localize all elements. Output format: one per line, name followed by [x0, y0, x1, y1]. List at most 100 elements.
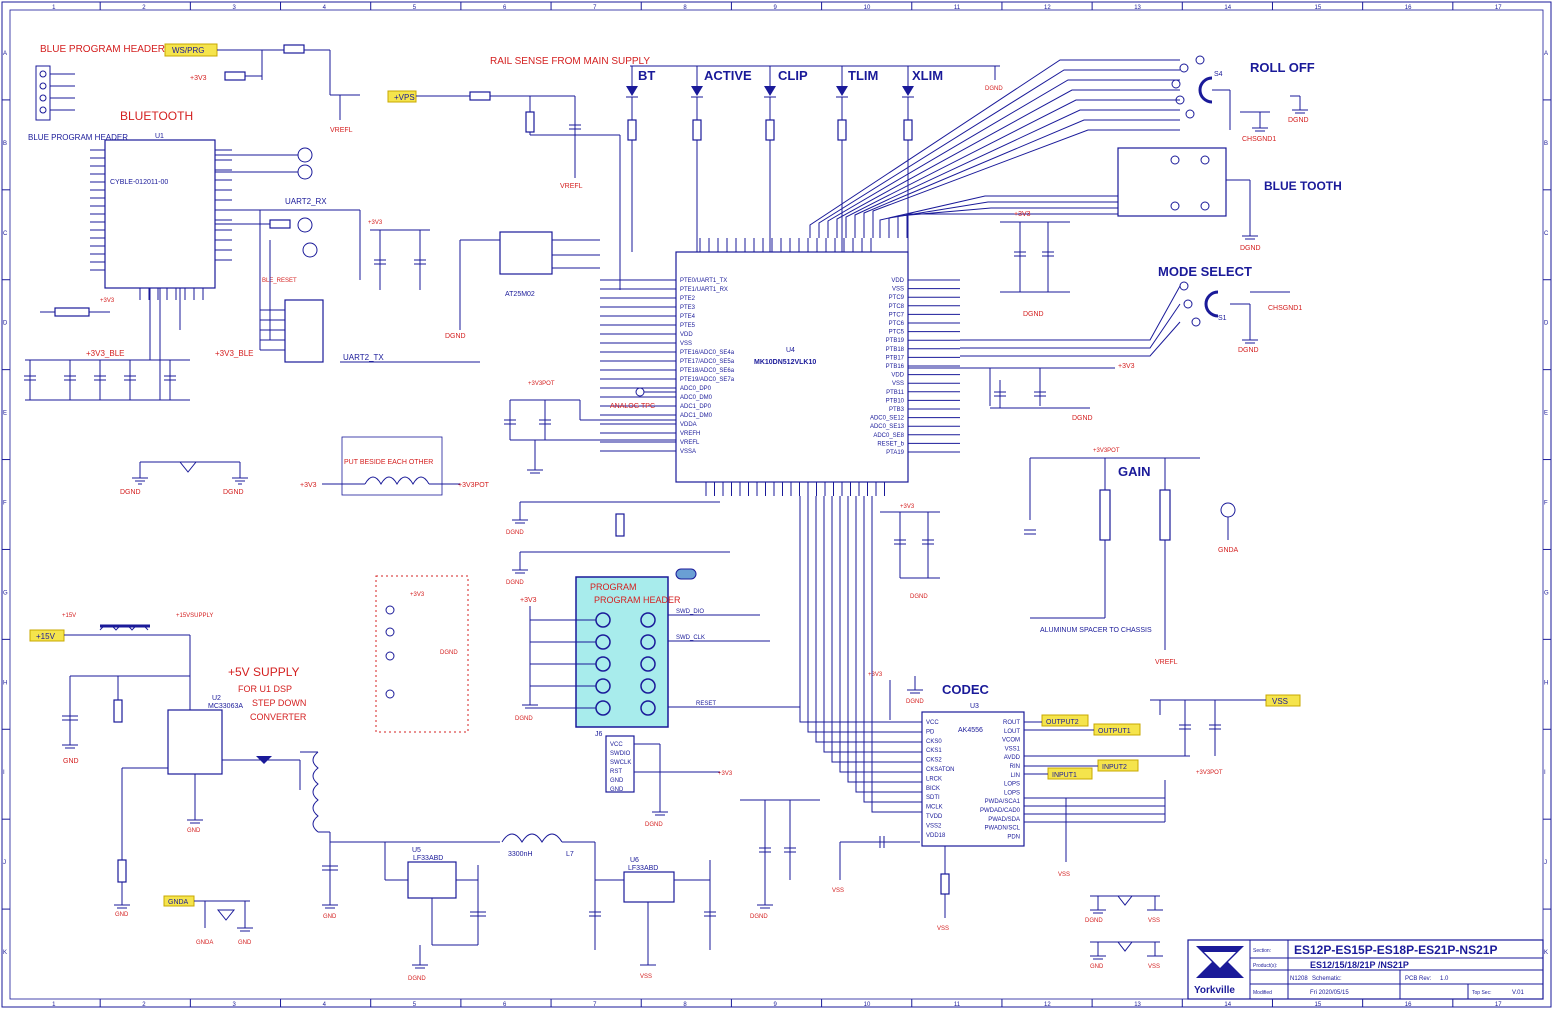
products-label: Product(s):: [1253, 963, 1277, 969]
s4-ref: S4: [1214, 71, 1223, 78]
column-marker-bottom: 2: [142, 1002, 146, 1008]
gnd-net-supply4: GND: [323, 914, 337, 920]
fiducial: [675, 568, 697, 580]
j6-pin-label: GND: [610, 778, 624, 784]
u4-left-pin-label: PTE17/ADC0_SE5a: [680, 359, 735, 365]
drawn-value: Fri 2020/05/15: [1310, 990, 1349, 996]
p3v3pot-net-adc: +3V3POT: [528, 381, 555, 387]
s1-ref: S1: [1218, 315, 1227, 322]
column-marker-top: 3: [232, 5, 236, 11]
codec-left-pin-label: CKS1: [926, 748, 942, 754]
program-header-title-1: PROGRAM: [590, 582, 637, 592]
gnda-net-gain: GNDA: [1218, 547, 1239, 554]
column-marker-bottom: 7: [593, 1002, 597, 1008]
column-marker-bottom: 5: [413, 1002, 417, 1008]
dgnd-net-rolloff: DGND: [1288, 117, 1309, 124]
u4-left-pin-label: PTE18/ADC0_SE6a: [680, 368, 735, 374]
column-marker-top: 6: [503, 5, 507, 11]
supply-title-1: +5V SUPPLY: [228, 665, 299, 679]
swd-dio-net: SWD_DIO: [676, 609, 704, 615]
w4-program-connector: [284, 299, 324, 363]
bus-wire: [854, 109, 1180, 238]
u4-left-pin-label: PTE3: [680, 305, 696, 311]
u4-right-pin-label: PTC6: [889, 321, 905, 327]
u4-right-pins: VDDVSSPTC9PTC8PTC7PTC6PTC5PTB19PTB18PTB1…: [870, 278, 960, 456]
column-marker-top: 8: [683, 5, 687, 11]
gain-pot-2: [1159, 489, 1171, 541]
p3v3-net-prog: +3V3: [520, 597, 537, 604]
codec-right-pin-label: LOUT: [1004, 729, 1020, 735]
column-marker-top: 7: [593, 5, 597, 11]
dgnd-net-right: DGND: [1023, 311, 1044, 318]
u4-left-pin-label: ADC1_DP0: [680, 404, 712, 410]
vss-net-br1: VSS: [1148, 918, 1160, 924]
prog-pin-right: [640, 612, 656, 628]
p3v3-net-right: +3V3: [1014, 211, 1031, 218]
u4-right-pin-label: VDD: [891, 373, 904, 379]
column-marker-bottom: 16: [1405, 1002, 1412, 1008]
swd-clk-net: SWD_CLK: [676, 635, 705, 641]
u4-left-pins: PTE0/UART1_TXPTE1/UART1_RXPTE2PTE3PTE4PT…: [600, 278, 735, 455]
u4-right-pin-label: PTB19: [886, 338, 905, 344]
sheet-label: Top Sec:: [1472, 990, 1491, 996]
eeprom-chip: [499, 231, 553, 275]
supply-title-2: FOR U1 DSP: [238, 684, 292, 694]
row3-value: N1208: [1290, 976, 1308, 982]
p15v-net-text: +15V: [62, 613, 76, 619]
vss-net-codec2: VSS: [937, 926, 949, 932]
section-value: ES12P-ES15P-ES18P-ES21P-NS21P: [1294, 943, 1497, 957]
vps-net-label: +VPS: [394, 93, 415, 102]
u6-regulator: [623, 871, 675, 903]
row-marker-left: B: [3, 141, 7, 147]
input2-net: INPUT2: [1102, 764, 1127, 771]
led-diode: [902, 86, 914, 96]
bus-wire: [872, 129, 1180, 238]
dgnd-net-mode: DGND: [1238, 347, 1259, 354]
mode-bus-wire: [960, 303, 1181, 349]
column-marker-bottom: 1: [52, 1002, 56, 1008]
u4-mcu: [675, 251, 909, 483]
column-marker-bottom: 12: [1044, 1002, 1051, 1008]
title-block: [1187, 939, 1544, 1000]
codec-right-pin-label: VCOM: [1002, 738, 1020, 744]
vss-net-bm: VSS: [832, 888, 844, 894]
gain-title: GAIN: [1118, 464, 1151, 479]
codec-right-pin-label: PWAD/SDA: [988, 817, 1020, 823]
gnd-net-br2: GND: [1090, 964, 1104, 970]
u6-ref: U6: [630, 857, 639, 864]
dgnd-net-bt: DGND: [1240, 245, 1261, 252]
u4-left-pin-label: PTE4: [680, 314, 696, 320]
u4-left-pin-label: PTE1/UART1_RX: [680, 287, 728, 293]
bt-bus-wire: [879, 195, 1118, 238]
p3v3pot-net-gain: +3V3POT: [1093, 448, 1120, 454]
gnd-net-supply3: GND: [187, 828, 201, 834]
codec-ref: U3: [970, 703, 979, 710]
j6-pin-label: VCC: [610, 742, 623, 748]
u4-left-pin-label: PTE16/ADC0_SE4a: [680, 350, 735, 356]
mode-select-switch-s1: S1: [1179, 281, 1227, 327]
row-marker-right: J: [1544, 860, 1547, 866]
roll-off-bus: [809, 59, 1181, 357]
u2-ref: U2: [212, 695, 221, 702]
led-resistor: [692, 119, 702, 141]
gnd-net-supply1: GND: [63, 758, 79, 765]
row-marker-right: I: [1544, 770, 1546, 776]
codec-bus-wire: [831, 496, 922, 763]
column-marker-top: 14: [1224, 5, 1231, 11]
company-name: Yorkville: [1194, 985, 1235, 996]
dgnd-net-u4b: DGND: [910, 594, 928, 600]
led-diode: [836, 86, 848, 96]
gnd-net-supply2: GND: [115, 912, 129, 918]
u4-left-pin-label: PTE2: [680, 296, 696, 302]
column-marker-bottom: 14: [1224, 1002, 1231, 1008]
row-marker-right: A: [1544, 51, 1548, 57]
codec-right-pin-label: PDN: [1007, 834, 1020, 840]
p3v3-net-vdd: +3V3: [1118, 363, 1135, 370]
codec-left-pin-label: CKSATON: [926, 767, 954, 773]
bus-wire: [818, 69, 1180, 238]
column-marker-top: 11: [954, 5, 961, 11]
codec-right-pin-label: PWDAD/CAD0: [980, 808, 1021, 814]
